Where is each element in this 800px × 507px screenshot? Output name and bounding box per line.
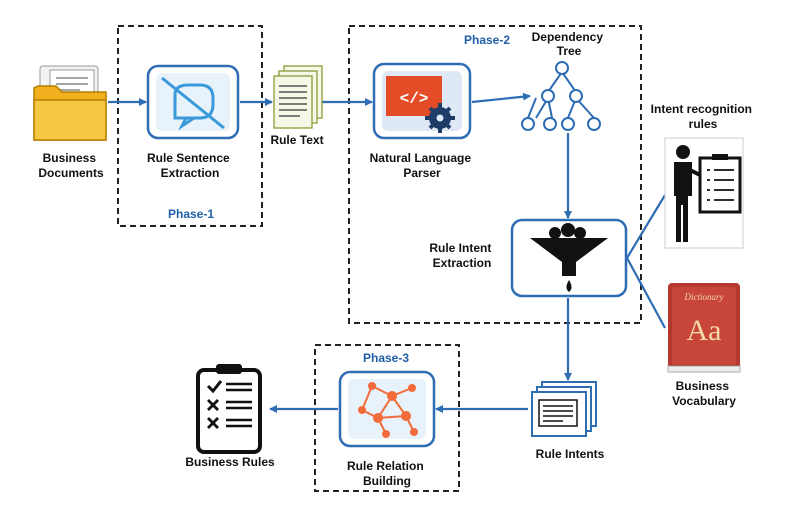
phase2-box <box>348 25 642 324</box>
phase1-box <box>117 25 263 227</box>
rule-intent-extraction-label: Rule Intent Extraction <box>429 241 494 270</box>
intent-recognition-rules-label: Intent recognition rules <box>651 102 756 131</box>
dictionary-icon: Dictionary Aa <box>667 283 741 373</box>
rule-text-documents-icon <box>273 65 323 129</box>
rule-relation-building-icon <box>338 370 436 448</box>
line-vocabulary <box>626 257 666 329</box>
folder-icon <box>33 65 107 141</box>
rule-text-label: Rule Text <box>270 133 323 147</box>
dictionary-letters: Aa <box>687 314 722 347</box>
phase3-label: Phase-3 <box>363 351 409 365</box>
phase1-label: Phase-1 <box>168 207 214 221</box>
rule-relation-building-label: Rule Relation Building <box>347 459 427 488</box>
phase3-box <box>314 344 460 492</box>
rule-intents-icon <box>531 381 597 437</box>
natural-language-parser-icon: </> <box>372 62 472 140</box>
dictionary-title: Dictionary <box>684 292 724 302</box>
dependency-tree-label: Dependency Tree <box>532 30 607 58</box>
natural-language-parser-label: Natural Language Parser <box>370 151 475 180</box>
checklist-clipboard-icon <box>196 364 262 454</box>
rule-intents-label: Rule Intents <box>536 447 605 461</box>
funnel-icon <box>510 218 628 298</box>
code-symbol: </> <box>400 90 429 108</box>
rule-sentence-extraction-label: Rule Sentence Extraction <box>147 151 233 180</box>
business-documents-label: Business Documents <box>38 151 104 180</box>
arrows <box>108 92 666 413</box>
business-vocabulary-label: Business Vocabulary <box>672 379 736 408</box>
phase2-label: Phase-2 <box>464 33 510 47</box>
business-rules-label: Business Rules <box>185 455 275 469</box>
arrow-parser-to-tree <box>471 92 531 104</box>
presenter-clipboard-icon <box>664 137 744 249</box>
rule-sentence-extraction-icon <box>146 64 240 140</box>
line-intent-rules <box>626 194 666 259</box>
dependency-tree-icon <box>521 61 601 131</box>
